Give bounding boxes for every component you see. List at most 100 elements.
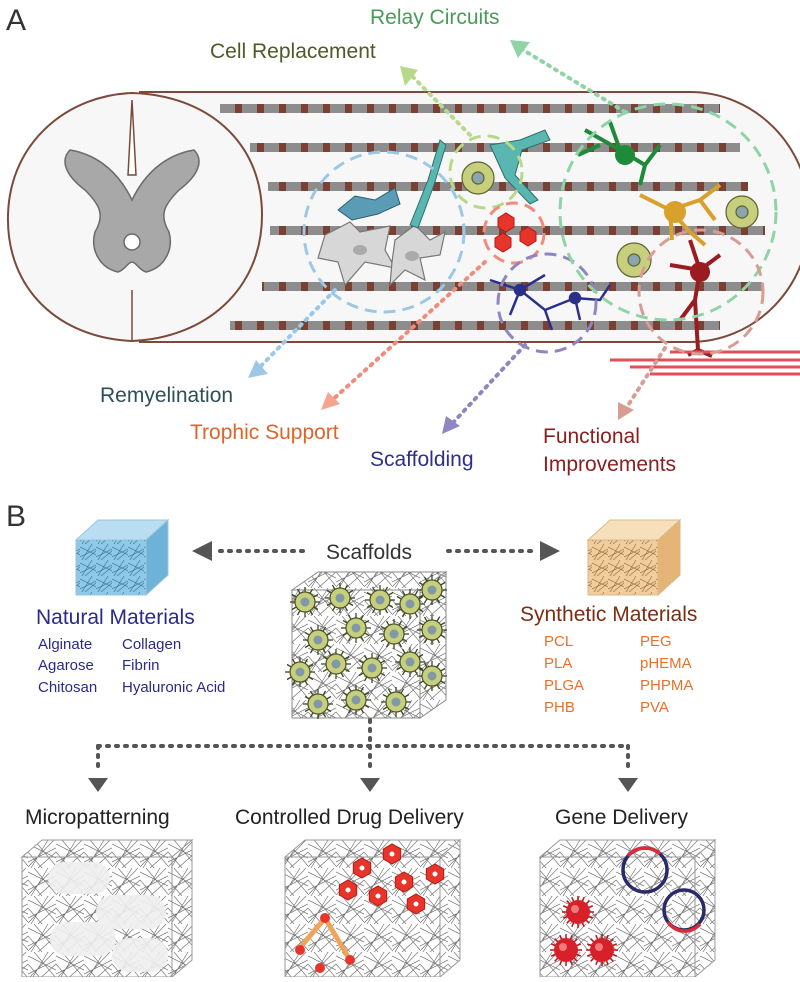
seeded-cell <box>321 649 351 679</box>
scaffold-cube <box>285 571 448 719</box>
drug-delivery-cube <box>283 838 462 979</box>
oligodendrocyte <box>337 187 401 221</box>
gene-vectors <box>550 896 618 966</box>
outcome-arrows <box>255 46 667 428</box>
trophic-factors <box>494 212 537 253</box>
synthetic-item: PEG <box>640 633 672 650</box>
panel-b-label: B <box>6 500 26 533</box>
seeded-cell <box>417 615 447 645</box>
label-scaffolds: Scaffolds <box>326 541 412 564</box>
label-micropatterning: Micropatterning <box>25 806 170 829</box>
panel-a-label: A <box>6 4 26 37</box>
seeded-cell <box>303 625 333 655</box>
scaffold-cells <box>489 273 612 331</box>
scaffolding-region <box>496 252 598 354</box>
functional-arrowhead <box>618 402 634 420</box>
axon <box>270 226 765 235</box>
synthetic-item: PCL <box>544 633 573 650</box>
arrowhead-drug-delivery <box>360 778 380 792</box>
drug-node <box>320 913 330 923</box>
cell-replacement-arrow <box>408 72 472 137</box>
synthetic-item: PHPMA <box>640 677 693 694</box>
seeded-cell <box>365 585 395 615</box>
trophic-hexagon <box>519 226 537 247</box>
green-neuron-soma <box>615 145 635 165</box>
natural-item: Agarose <box>38 657 94 674</box>
arrowhead-gene-delivery <box>618 778 638 792</box>
arrowhead-natural <box>192 541 212 561</box>
arrowhead-synthetic <box>540 541 560 561</box>
trophic-arrowhead <box>321 392 340 410</box>
synthetic-item: PLA <box>544 655 572 672</box>
functional-arrow <box>623 346 667 412</box>
synthetic-item: PHB <box>544 699 575 716</box>
seeded-cell <box>395 589 425 619</box>
arrowhead-micropatterning <box>88 778 108 792</box>
axon <box>230 321 720 330</box>
micropatterning-cube <box>20 838 194 979</box>
drug-node <box>315 963 325 973</box>
seeded-cells <box>285 575 447 719</box>
label-functional: Functional <box>543 425 640 448</box>
synthetic-materials-title: Synthetic Materials <box>520 603 697 626</box>
natural-item: Collagen <box>122 636 181 653</box>
relay-arrowhead <box>510 40 530 58</box>
trophic-hexagon <box>494 232 512 253</box>
functional-region <box>637 228 765 356</box>
synthetic-cube <box>586 518 682 597</box>
drug-node <box>295 945 305 955</box>
seeded-cell <box>341 685 371 715</box>
gene-delivery-cube <box>538 838 717 979</box>
natural-materials-title: Natural Materials <box>36 606 195 629</box>
spinal-cord <box>6 91 800 343</box>
natural-item: Fibrin <box>122 657 160 674</box>
drug-node <box>345 955 355 965</box>
scaffold-cell-body <box>568 291 582 305</box>
seeded-cell <box>417 661 447 691</box>
seeded-cell <box>325 583 355 613</box>
label-scaffolding: Scaffolding <box>370 448 474 471</box>
teal-cell <box>409 139 447 229</box>
output-fibers <box>610 350 800 376</box>
seeded-cell <box>417 575 447 605</box>
scaffold-cell-body <box>513 283 527 297</box>
remyelination-region <box>302 150 466 314</box>
viral-vector <box>562 896 594 928</box>
scaffold-branch-arrows <box>192 541 560 561</box>
red-neuron-soma <box>690 262 710 282</box>
median-fissure <box>127 99 137 176</box>
effect-regions <box>302 102 778 356</box>
red-neuron <box>669 239 722 358</box>
relay-arrow <box>518 46 627 114</box>
label-improvements: Improvements <box>543 453 676 476</box>
orange-neuron-soma <box>664 201 686 223</box>
pattern-channel <box>48 862 110 894</box>
application-arrows <box>96 718 630 772</box>
label-trophic-support: Trophic Support <box>190 421 339 444</box>
cell-replacement-arrowhead <box>400 66 418 86</box>
synthetic-item: PLGA <box>544 677 584 694</box>
natural-item: Hyaluronic Acid <box>122 679 225 696</box>
natural-item: Alginate <box>38 636 92 653</box>
seeded-cell <box>290 587 320 617</box>
axon <box>268 182 748 191</box>
seeded-cell <box>381 687 411 717</box>
trophic-hexagon <box>497 212 515 233</box>
cell-replacement-region <box>448 134 524 210</box>
pattern-channel <box>96 895 166 929</box>
remyelination-arrowhead <box>248 360 268 378</box>
seeded-cell <box>303 689 333 719</box>
yellow-glia <box>461 161 759 278</box>
orange-neuron <box>639 183 722 247</box>
label-remyelination: Remyelination <box>100 384 233 407</box>
outcome-arrowheads <box>248 40 634 434</box>
scaffolding-arrow <box>448 343 527 428</box>
central-canal <box>123 233 141 251</box>
synthetic-item: PVA <box>640 699 669 716</box>
synthetic-item: pHEMA <box>640 655 692 672</box>
drug-particles <box>338 843 445 915</box>
axon <box>220 104 720 113</box>
remyelination-arrow <box>255 288 337 372</box>
seeded-cell <box>379 619 409 649</box>
